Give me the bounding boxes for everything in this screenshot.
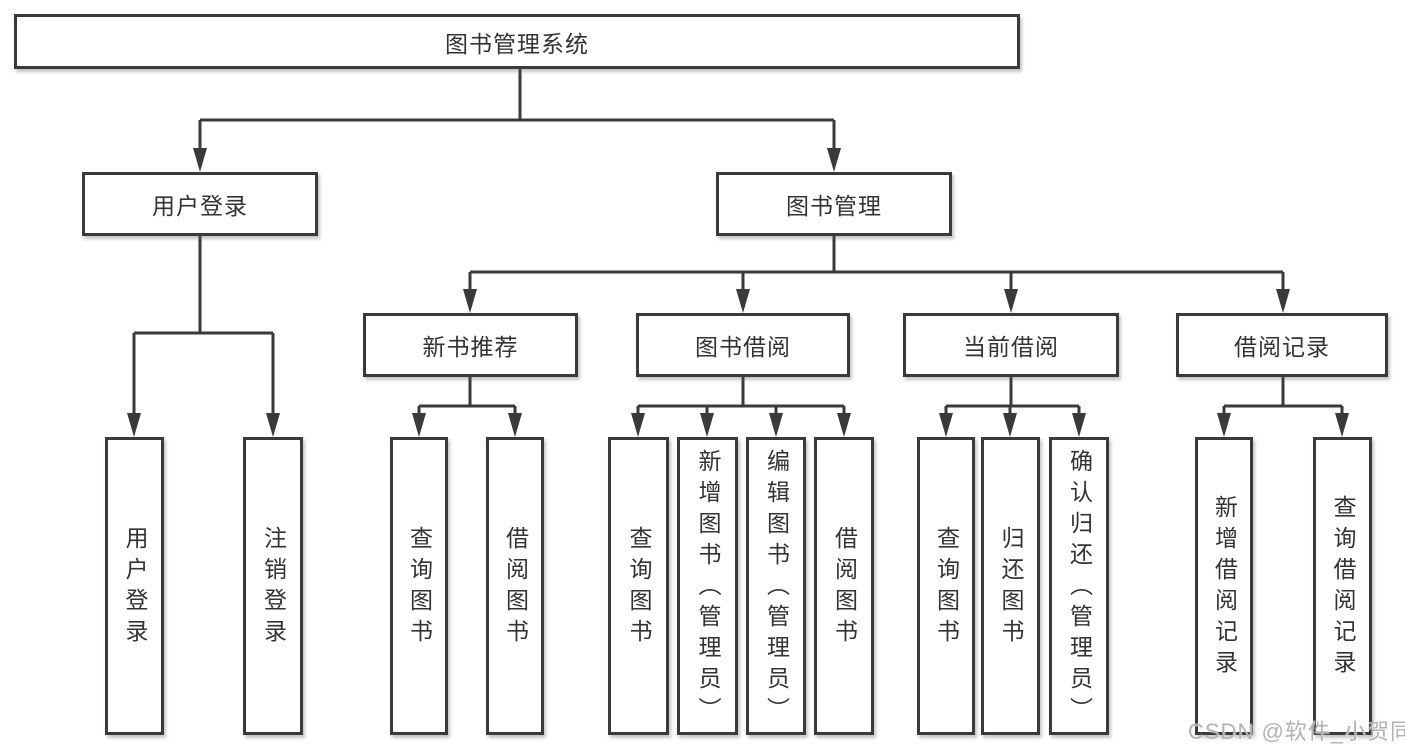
leaf-logout: 注销登录 <box>243 437 303 735</box>
leaf-add-borrow-record: 新增借阅记录 <box>1195 437 1253 735</box>
node-book-management: 图书管理 <box>716 172 952 236</box>
leaf-query-books-borrow: 查询图书 <box>608 437 669 735</box>
leaf-query-borrow-record: 查询借阅记录 <box>1313 437 1372 735</box>
node-library-management-system: 图书管理系统 <box>14 14 1020 69</box>
leaf-borrow-books-recommend: 借阅图书 <box>486 437 544 735</box>
leaf-edit-books-admin: 编辑图书（管理员） <box>746 437 806 735</box>
node-current-borrow: 当前借阅 <box>903 313 1119 377</box>
leaf-query-books-current: 查询图书 <box>917 437 975 735</box>
node-book-borrow: 图书借阅 <box>636 313 850 377</box>
node-new-book-recommend: 新书推荐 <box>363 313 578 377</box>
leaf-confirm-return-admin: 确认归还（管理员） <box>1049 437 1109 735</box>
leaf-return-books: 归还图书 <box>981 437 1040 735</box>
node-borrow-records: 借阅记录 <box>1176 313 1388 377</box>
leaf-borrow-books: 借阅图书 <box>814 437 874 735</box>
csdn-watermark: CSDN @软件_小贺同学 <box>1188 719 1405 744</box>
leaf-user-login: 用户登录 <box>105 437 164 735</box>
node-user-login: 用户登录 <box>82 172 318 236</box>
leaf-add-books-admin: 新增图书（管理员） <box>677 437 738 735</box>
leaf-query-books-recommend: 查询图书 <box>390 437 448 735</box>
